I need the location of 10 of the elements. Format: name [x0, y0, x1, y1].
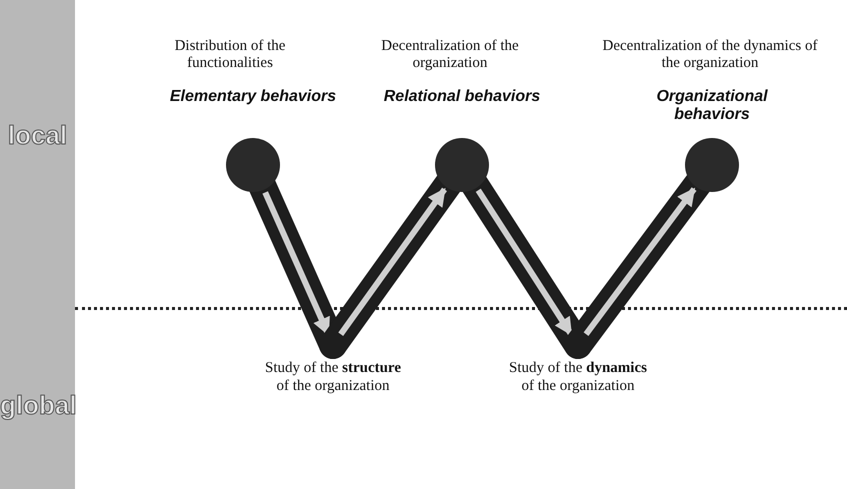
description-text: Distribution of the functionalities: [174, 38, 286, 72]
description-text: Decentralization of the organization: [380, 38, 520, 72]
node-text: Study of the structure of the organization: [264, 359, 402, 395]
node-heading: Elementary behaviors: [168, 88, 338, 106]
node-heading: Organizational behaviors: [655, 88, 769, 124]
band-label: global: [0, 390, 75, 421]
node-text: Study of the dynamics of the organization: [508, 359, 648, 395]
description-text: Decentralization of the dynamics of the organization: [602, 38, 818, 72]
band-label: local: [6, 120, 68, 151]
node-heading: Relational behaviors: [382, 88, 542, 106]
